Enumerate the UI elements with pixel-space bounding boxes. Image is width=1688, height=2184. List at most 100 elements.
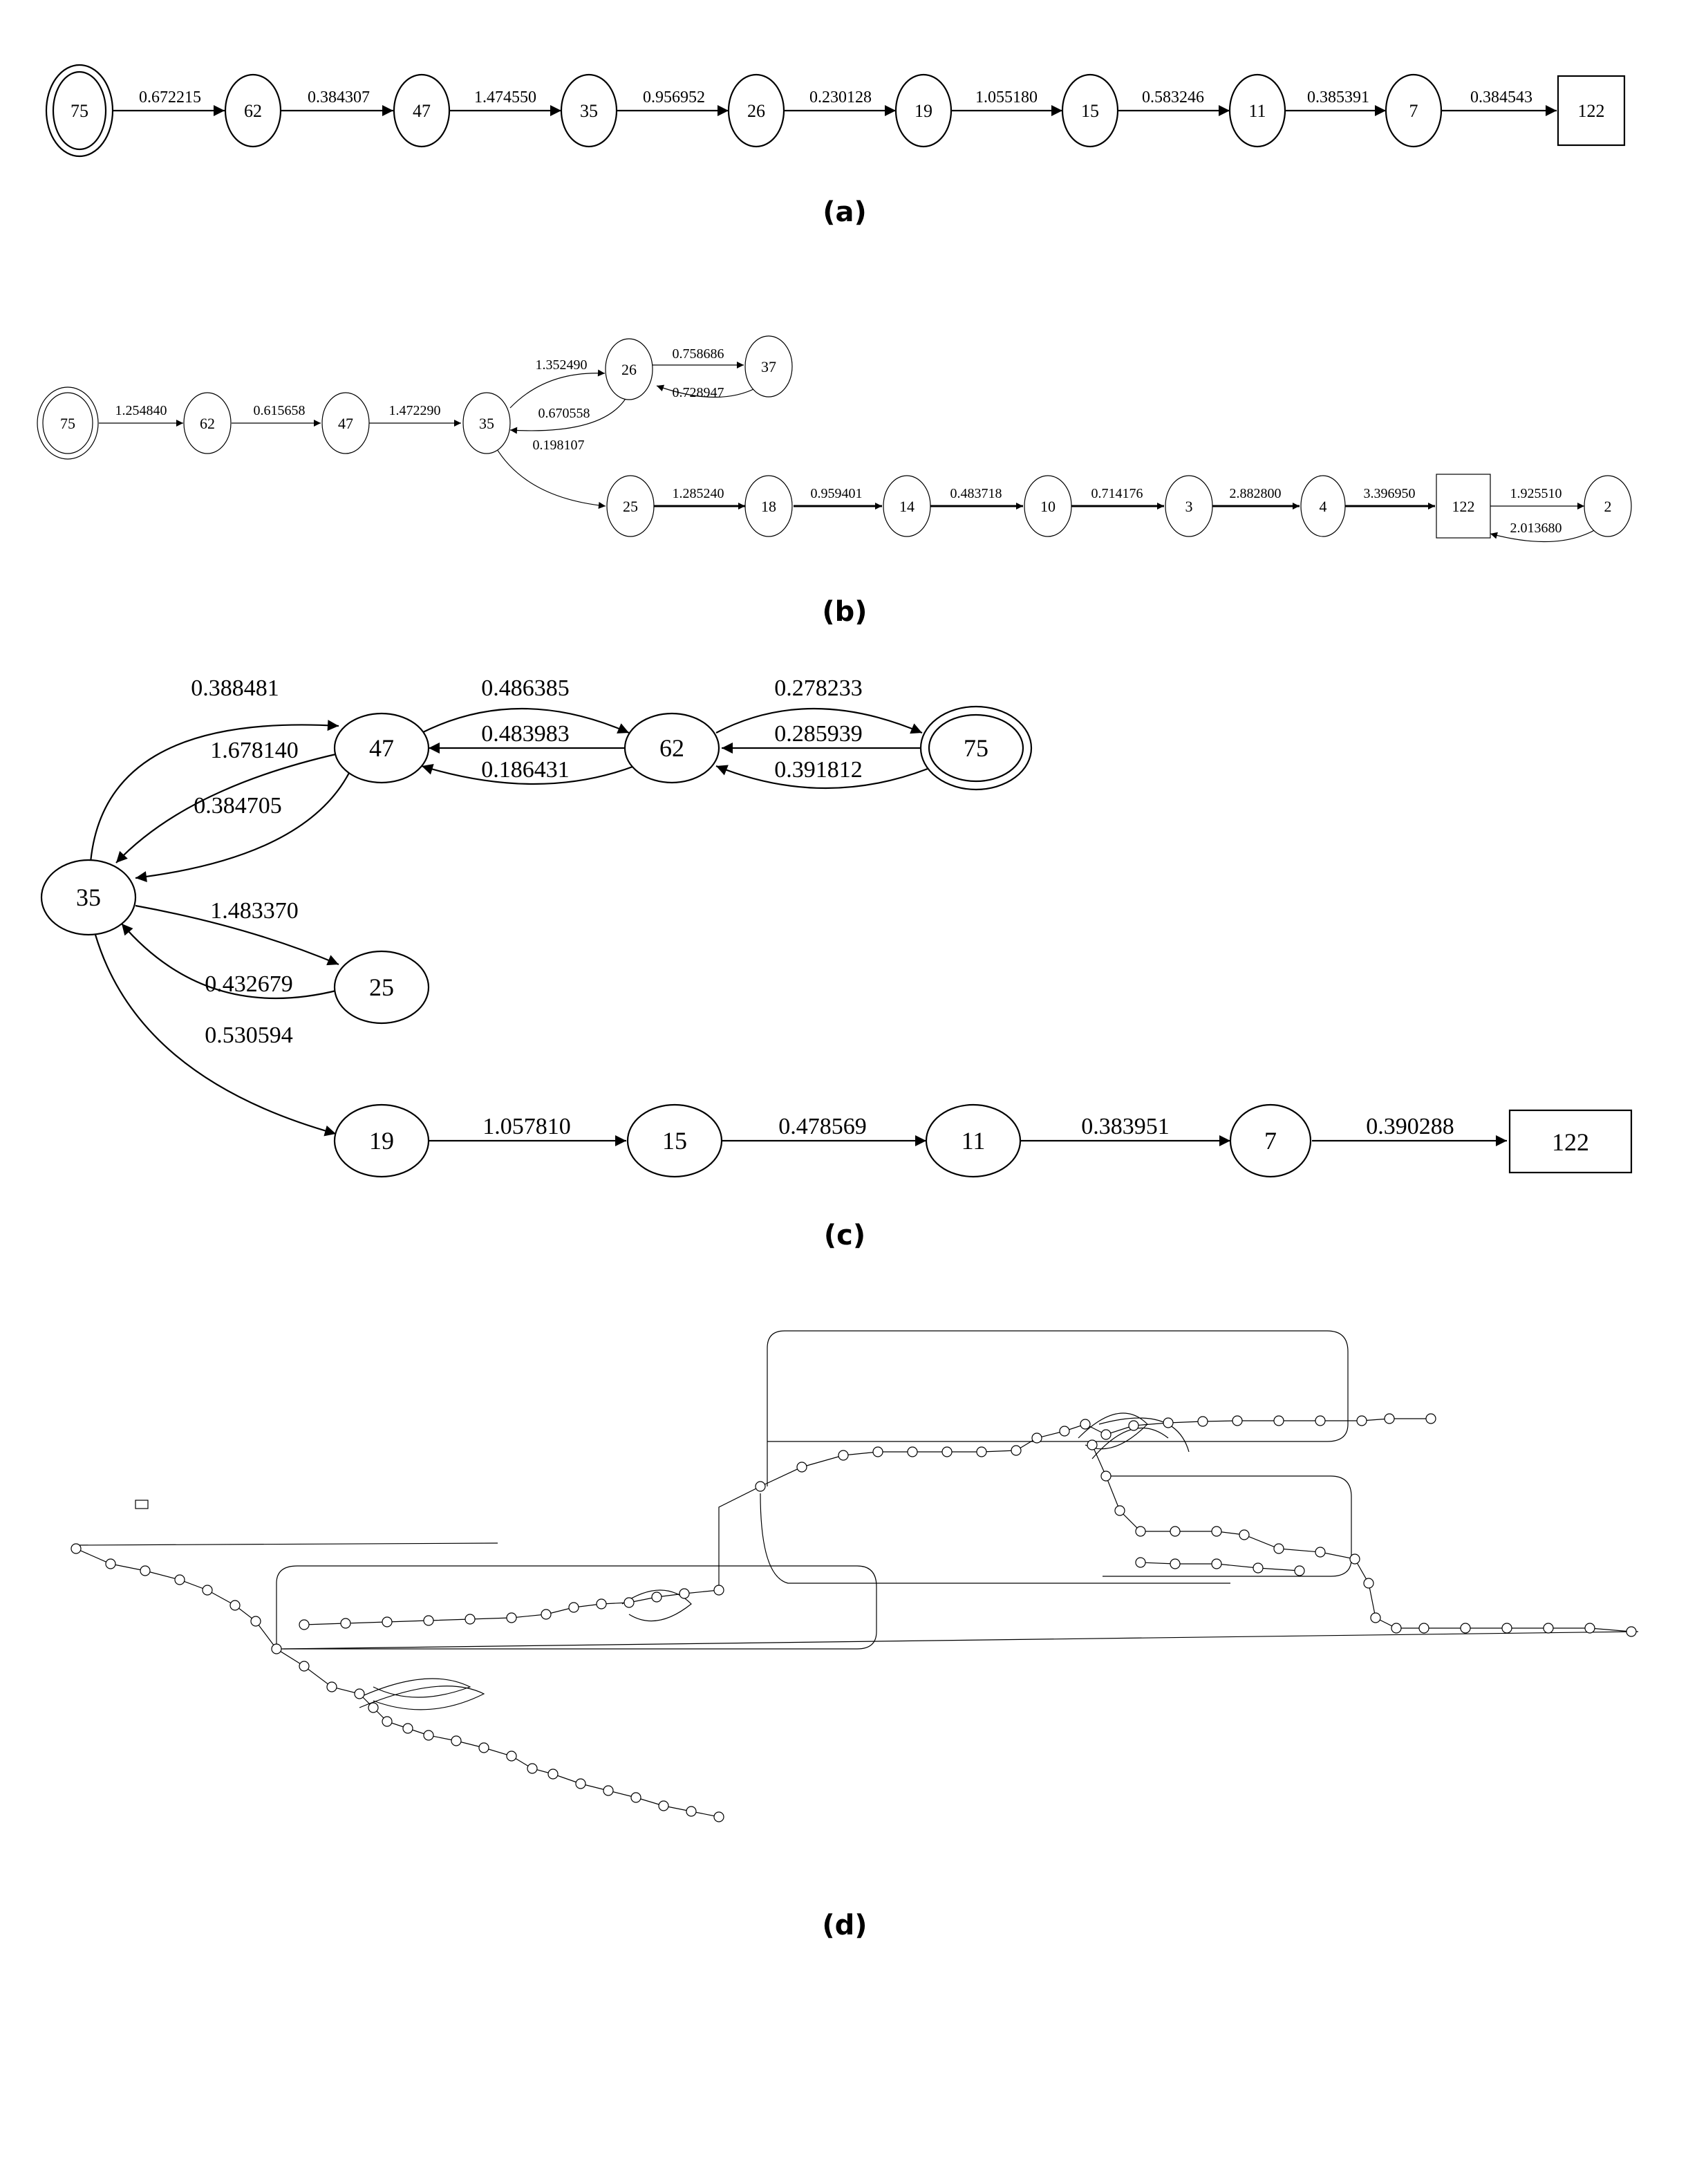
long-edge-bottom — [283, 1631, 1639, 1650]
node-2: 2 — [1584, 475, 1632, 537]
node-35: 35 — [560, 73, 618, 148]
edge-label-122-2: 1.925510 — [1510, 486, 1562, 501]
thumbnail-node — [402, 1723, 413, 1734]
thumbnail-node — [423, 1730, 434, 1741]
thumbnail-node — [1059, 1426, 1070, 1437]
thumbnail-node — [326, 1681, 337, 1692]
thumbnail-node — [547, 1768, 559, 1780]
thumbnail-node — [105, 1558, 116, 1569]
thumbnail-node — [1363, 1578, 1374, 1589]
thumbnail-node — [658, 1800, 669, 1811]
node-75-start: 75 — [45, 64, 114, 158]
edge-75-62-b — [715, 765, 928, 790]
mid-to-upper — [718, 1486, 761, 1587]
node-label: 2 — [1604, 498, 1612, 515]
edge-label-26-19: 0.230128 — [809, 88, 872, 106]
edge-62-47-b — [421, 764, 635, 785]
thumbnail-node — [1425, 1413, 1436, 1424]
thumbnail-node — [541, 1609, 552, 1620]
edge-label-11-7: 0.385391 — [1307, 88, 1369, 106]
panel-c: 0.388481 0.486385 0.483983 0.186431 0.27… — [40, 675, 1633, 1178]
caption-d: (d) — [822, 1910, 867, 1941]
thumbnail-node — [71, 1543, 82, 1554]
edge-35-25 — [494, 445, 606, 509]
node-label: 19 — [369, 1127, 394, 1155]
edge-label-26-37: 0.758686 — [673, 346, 724, 362]
edge-label-75-62-a: 0.285939 — [774, 721, 863, 747]
thumbnail-node — [941, 1446, 953, 1457]
node-14: 14 — [883, 475, 931, 537]
edge-label-62-47: 0.615658 — [254, 403, 306, 418]
edge-label-75-62: 0.672215 — [139, 88, 201, 106]
thumbnail-node — [1135, 1557, 1146, 1568]
thumbnail-node — [1391, 1623, 1402, 1634]
thumbnail-node — [1211, 1526, 1222, 1537]
edge-35-26 — [509, 369, 606, 409]
node-122-end: 122 — [1436, 474, 1491, 539]
thumbnail-node — [1170, 1558, 1181, 1569]
thumbnail-node — [250, 1616, 261, 1627]
node-7: 7 — [1385, 73, 1443, 148]
thumbnail-node — [686, 1806, 697, 1817]
node-label: 4 — [1320, 498, 1327, 515]
edge-label-10-3: 0.714176 — [1091, 486, 1143, 501]
edge-47-62 — [421, 707, 630, 734]
thumbnail-node — [478, 1742, 489, 1753]
edge-47-35-b — [135, 772, 350, 882]
thumbnail-node — [1315, 1547, 1326, 1558]
thumbnail-node — [1626, 1626, 1637, 1637]
node-label: 26 — [621, 361, 637, 378]
thumbnail-node — [838, 1450, 849, 1461]
node-label: 35 — [580, 101, 598, 121]
node-label: 26 — [747, 101, 765, 121]
node-label: 122 — [1552, 1128, 1589, 1156]
thumbnail-node — [1315, 1415, 1326, 1426]
panel-c-edge-labels: 0.388481 0.486385 0.483983 0.186431 0.27… — [191, 675, 1454, 1139]
edge-26-35 — [509, 392, 630, 434]
edge-label-62-75: 0.278233 — [774, 675, 863, 701]
thumbnail-node — [1460, 1623, 1471, 1634]
edge-label-11-7: 0.383951 — [1081, 1114, 1170, 1139]
thumbnail-node — [679, 1588, 690, 1599]
thumbnail-node — [1384, 1413, 1395, 1424]
node-35: 35 — [40, 859, 137, 936]
node-label: 15 — [1081, 101, 1099, 121]
thumbnail-node — [1100, 1471, 1112, 1482]
edge-2-122 — [1490, 525, 1603, 543]
edge-label-47-35-b: 0.384705 — [194, 793, 282, 819]
node-label: 35 — [76, 884, 101, 911]
thumbnail-node — [506, 1612, 517, 1623]
thumbnail-node — [465, 1614, 476, 1625]
panel-b-edges — [99, 362, 1603, 543]
panel-a-edge-labels: 0.672215 0.384307 1.474550 0.956952 0.23… — [139, 88, 1532, 106]
thumbnail-node — [1349, 1553, 1360, 1565]
thumbnail-node — [1356, 1415, 1367, 1426]
edge-label-62-47-a: 0.483983 — [481, 721, 570, 747]
edge-label-18-14: 0.959401 — [811, 486, 863, 501]
node-47: 47 — [393, 73, 451, 148]
thumbnail-node — [354, 1688, 365, 1699]
left-chain — [75, 1548, 720, 1818]
node-label: 25 — [369, 973, 394, 1001]
thumbnail-node — [575, 1778, 586, 1789]
thumbnail-node — [1294, 1565, 1305, 1576]
node-label: 19 — [915, 101, 932, 121]
right-chain — [1091, 1444, 1632, 1632]
node-label: 62 — [244, 101, 262, 121]
thumbnail-node — [1418, 1623, 1429, 1634]
edge-label-2-122: 2.013680 — [1510, 521, 1562, 536]
thumbnail-node — [976, 1446, 987, 1457]
thumbnail-node — [1370, 1612, 1381, 1623]
edge-label-35-19: 0.530594 — [205, 1023, 293, 1048]
thumbnail-node — [1232, 1415, 1243, 1426]
edge-label-35-26: 0.956952 — [643, 88, 705, 106]
node-19: 19 — [333, 1103, 430, 1178]
edge-label-62-47: 0.384307 — [308, 88, 370, 106]
caption-c: (c) — [824, 1220, 865, 1251]
thumbnail-node — [755, 1481, 766, 1492]
node-label: 47 — [338, 415, 353, 432]
thumbnail-node — [1501, 1623, 1512, 1634]
node-47: 47 — [333, 712, 430, 784]
node-35: 35 — [462, 392, 511, 454]
thumbnail-node — [174, 1574, 185, 1585]
